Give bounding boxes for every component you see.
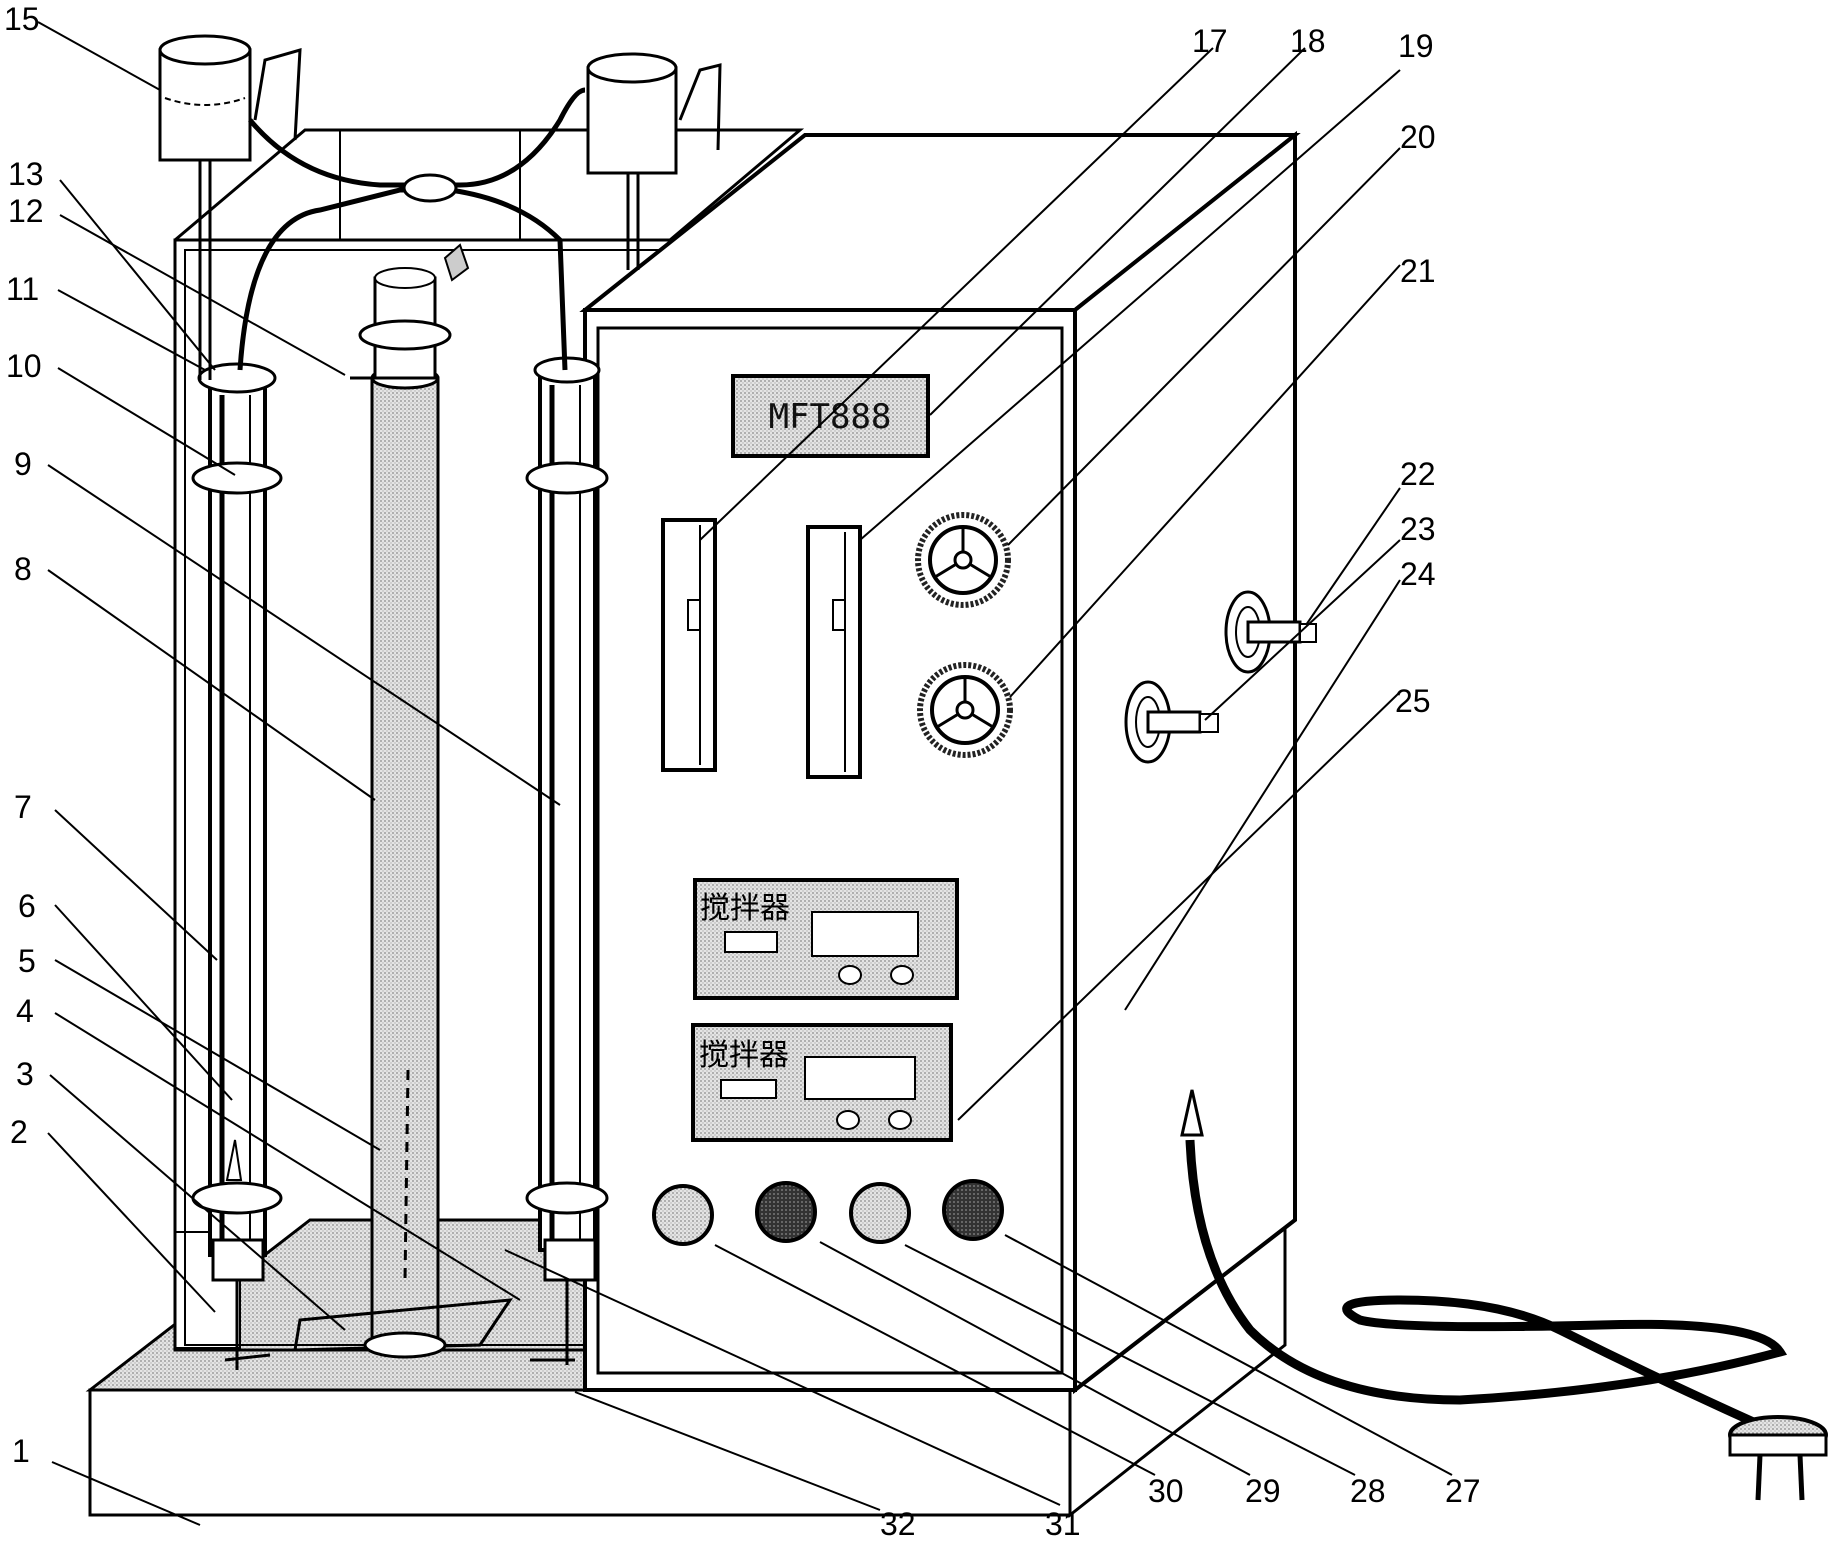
callout-8: 8 [14,551,32,587]
stirrer-controller-upper-title: 搅拌器 [700,891,790,926]
side-port-upper [1224,590,1317,674]
side-port-lower [1124,680,1219,764]
callout-23: 23 [1400,511,1436,547]
callout-31: 31 [1045,1506,1081,1542]
flowmeter-right [806,525,862,779]
digital-display: MFT888 [731,374,930,458]
button-light-2[interactable] [849,1182,911,1244]
reservoir-right [586,52,722,270]
controller-lower-button-2[interactable] [888,1110,912,1130]
center-column [293,243,513,1359]
right-column [525,356,609,1365]
callout-10: 10 [6,348,42,384]
stirrer-controller-lower-title: 搅拌器 [699,1038,789,1073]
callout-4: 4 [16,993,34,1029]
callout-27: 27 [1445,1473,1481,1509]
leader-lines [37,21,1453,1526]
callout-2: 2 [10,1114,28,1150]
callout-25: 25 [1395,683,1431,719]
stirrer-controller-upper: 搅拌器 [693,878,959,1000]
callout-24: 24 [1400,556,1436,592]
left-column [191,362,283,1370]
callout-6: 6 [18,888,36,924]
callout-5: 5 [18,943,36,979]
controller-lower-button-1[interactable] [836,1110,860,1130]
callout-22: 22 [1400,456,1436,492]
callout-3: 3 [16,1056,34,1092]
flowmeter-left [661,518,717,772]
display-readout: MFT888 [769,397,892,437]
stirrer-controller-lower: 搅拌器 [691,1023,953,1142]
callout-12: 12 [8,193,44,229]
callout-7: 7 [14,789,32,825]
callout-1: 1 [12,1433,30,1469]
callout-19: 19 [1398,28,1434,64]
button-dark-1[interactable] [755,1181,817,1243]
callout-13: 13 [8,156,44,192]
callout-30: 30 [1148,1473,1184,1509]
callout-15: 15 [4,1,40,37]
callout-32: 32 [880,1506,916,1542]
callout-29: 29 [1245,1473,1281,1509]
reservoir-left [158,34,302,380]
valve-knob-upper[interactable] [915,512,1011,608]
callout-9: 9 [14,446,32,482]
tubing [237,87,586,371]
callout-18: 18 [1290,23,1326,59]
callout-20: 20 [1400,119,1436,155]
callout-21: 21 [1400,253,1436,289]
callout-labels: 1 2 3 4 5 6 7 8 9 10 11 12 13 15 17 18 1… [4,1,1481,1542]
power-cord [1180,1089,1828,1501]
valve-knob-lower[interactable] [917,662,1013,758]
button-dark-2[interactable] [942,1179,1004,1241]
controller-upper-button-1[interactable] [838,965,862,985]
button-light-1[interactable] [652,1184,714,1246]
callout-11: 11 [6,271,39,307]
callout-28: 28 [1350,1473,1386,1509]
callout-17: 17 [1192,23,1228,59]
panel-buttons [652,1179,1004,1246]
control-cabinet [579,130,1301,1395]
controller-upper-button-2[interactable] [890,965,914,985]
